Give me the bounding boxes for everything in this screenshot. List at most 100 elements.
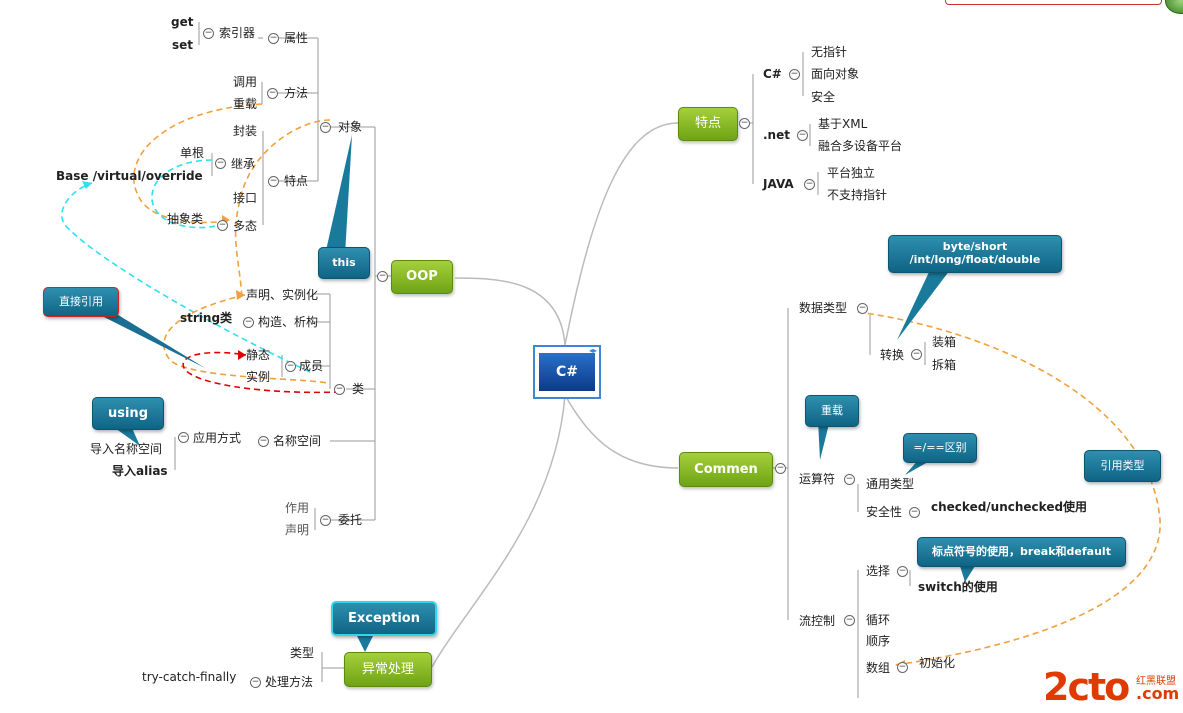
node-delegate[interactable]: 委托 (338, 513, 363, 527)
callout-using[interactable]: using (92, 397, 164, 430)
node-import-alias[interactable]: 导入alias (112, 464, 168, 478)
callout-punct[interactable]: 标点符号的使用，break和default (917, 537, 1126, 567)
collapse-icon[interactable]: − (797, 130, 808, 141)
node-select[interactable]: 选择 (866, 564, 891, 578)
node-switch[interactable]: switch的使用 (918, 580, 998, 594)
node-oo[interactable]: 面向对象 (811, 67, 860, 81)
collapse-icon[interactable]: − (844, 474, 855, 485)
collapse-icon[interactable]: − (844, 615, 855, 626)
node-generic-type[interactable]: 通用类型 (866, 477, 915, 491)
node-platform-indep[interactable]: 平台独立 (827, 166, 876, 180)
node-loop[interactable]: 循环 (866, 613, 891, 627)
node-feat-java[interactable]: JAVA (763, 177, 794, 191)
collapse-icon[interactable]: − (285, 361, 296, 372)
node-unboxing[interactable]: 拆箱 (932, 358, 957, 372)
collapse-icon[interactable]: − (739, 118, 750, 129)
node-multi-device[interactable]: 融合多设备平台 (818, 139, 903, 153)
callout-eq[interactable]: =/==区别 (903, 433, 977, 463)
node-base-virtual[interactable]: Base /virtual/override (56, 169, 203, 183)
node-no-pointer[interactable]: 无指针 (811, 45, 848, 59)
collapse-icon[interactable]: − (857, 303, 868, 314)
node-init[interactable]: 初始化 (919, 656, 956, 670)
collapse-icon[interactable]: − (789, 69, 800, 80)
node-data-type[interactable]: 数据类型 (799, 301, 848, 315)
collapse-icon[interactable]: − (178, 432, 189, 443)
node-traits[interactable]: 特点 (284, 174, 309, 188)
collapse-icon[interactable]: − (258, 436, 269, 447)
node-instance[interactable]: 实例 (246, 370, 271, 384)
node-declaration[interactable]: 声明 (285, 523, 310, 537)
callout-byte-types[interactable]: byte/short /int/long/float/double (888, 235, 1062, 273)
collapse-icon[interactable]: − (215, 158, 226, 169)
top-bar-decoration (945, 0, 1162, 5)
node-set[interactable]: set (172, 38, 194, 52)
node-inheritance[interactable]: 继承 (231, 157, 256, 171)
node-property[interactable]: 属性 (284, 31, 309, 45)
branch-oop[interactable]: OOP (391, 260, 453, 294)
node-namespace[interactable]: 名称空间 (273, 434, 322, 448)
node-xml[interactable]: 基于XML (818, 117, 868, 131)
node-encapsulation[interactable]: 封装 (233, 124, 258, 138)
node-convert[interactable]: 转换 (880, 348, 905, 362)
node-class[interactable]: 类 (352, 382, 365, 396)
branch-exception[interactable]: 异常处理 (344, 652, 432, 687)
node-declare[interactable]: 声明、实例化 (246, 288, 319, 302)
node-abstract[interactable]: 抽象类 (167, 212, 204, 226)
root-node-csharp[interactable]: ◂▸ C# (533, 345, 601, 399)
callout-exception[interactable]: Exception (331, 601, 437, 636)
callout-overload[interactable]: 重载 (805, 395, 859, 427)
node-polymorphism[interactable]: 多态 (233, 219, 258, 233)
node-ctor[interactable]: 构造、析构 (258, 315, 319, 329)
collapse-icon[interactable]: − (243, 317, 254, 328)
node-try-catch[interactable]: try-catch-finally (142, 670, 237, 684)
collapse-icon[interactable]: − (897, 566, 908, 577)
collapse-icon[interactable]: − (320, 515, 331, 526)
collapse-icon[interactable]: − (250, 677, 261, 688)
collapse-icon[interactable]: − (804, 179, 815, 190)
collapse-icon[interactable]: − (334, 384, 345, 395)
node-exc-type[interactable]: 类型 (290, 646, 315, 660)
node-usage[interactable]: 作用 (285, 501, 310, 515)
collapse-icon[interactable]: − (775, 463, 786, 474)
node-array[interactable]: 数组 (866, 661, 891, 675)
node-feat-csharp[interactable]: C# (763, 67, 782, 81)
node-boxing[interactable]: 装箱 (932, 335, 957, 349)
node-indexer[interactable]: 索引器 (219, 26, 256, 40)
collapse-icon[interactable]: − (320, 122, 331, 133)
node-string-class[interactable]: string类 (180, 311, 233, 325)
collapse-icon[interactable]: − (897, 662, 908, 673)
node-get[interactable]: get (171, 15, 194, 29)
node-safe[interactable]: 安全 (811, 90, 836, 104)
node-exc-handle[interactable]: 处理方法 (265, 675, 314, 689)
node-safety[interactable]: 安全性 (866, 505, 903, 519)
node-apply-way[interactable]: 应用方式 (193, 431, 242, 445)
node-static[interactable]: 静态 (246, 348, 271, 362)
node-checked[interactable]: checked/unchecked使用 (931, 500, 1088, 514)
node-flow[interactable]: 流控制 (799, 614, 836, 628)
collapse-icon[interactable]: − (268, 176, 279, 187)
node-object[interactable]: 对象 (338, 120, 363, 134)
collapse-icon[interactable]: − (909, 507, 920, 518)
callout-direct-ref[interactable]: 直接引用 (43, 287, 119, 317)
collapse-icon[interactable]: − (268, 33, 279, 44)
callout-this[interactable]: this (318, 247, 370, 279)
branch-common[interactable]: Commen (679, 452, 773, 487)
node-sequence[interactable]: 顺序 (866, 634, 891, 648)
node-interface[interactable]: 接口 (233, 191, 258, 205)
node-overload[interactable]: 重载 (233, 97, 258, 111)
node-single-root[interactable]: 单根 (180, 146, 205, 160)
node-member[interactable]: 成员 (299, 359, 324, 373)
node-call[interactable]: 调用 (233, 75, 258, 89)
collapse-icon[interactable]: − (267, 88, 278, 99)
branch-features[interactable]: 特点 (678, 107, 738, 141)
collapse-icon[interactable]: − (217, 220, 228, 231)
callout-ref-type[interactable]: 引用类型 (1084, 450, 1161, 482)
collapse-icon[interactable]: − (377, 271, 388, 282)
collapse-icon[interactable]: − (203, 28, 214, 39)
node-import-ns[interactable]: 导入名称空间 (90, 442, 163, 456)
node-feat-net[interactable]: .net (763, 128, 790, 142)
node-method[interactable]: 方法 (284, 86, 309, 100)
node-operator[interactable]: 运算符 (799, 472, 836, 486)
node-no-pointer2[interactable]: 不支持指针 (827, 188, 888, 202)
collapse-icon[interactable]: − (911, 349, 922, 360)
